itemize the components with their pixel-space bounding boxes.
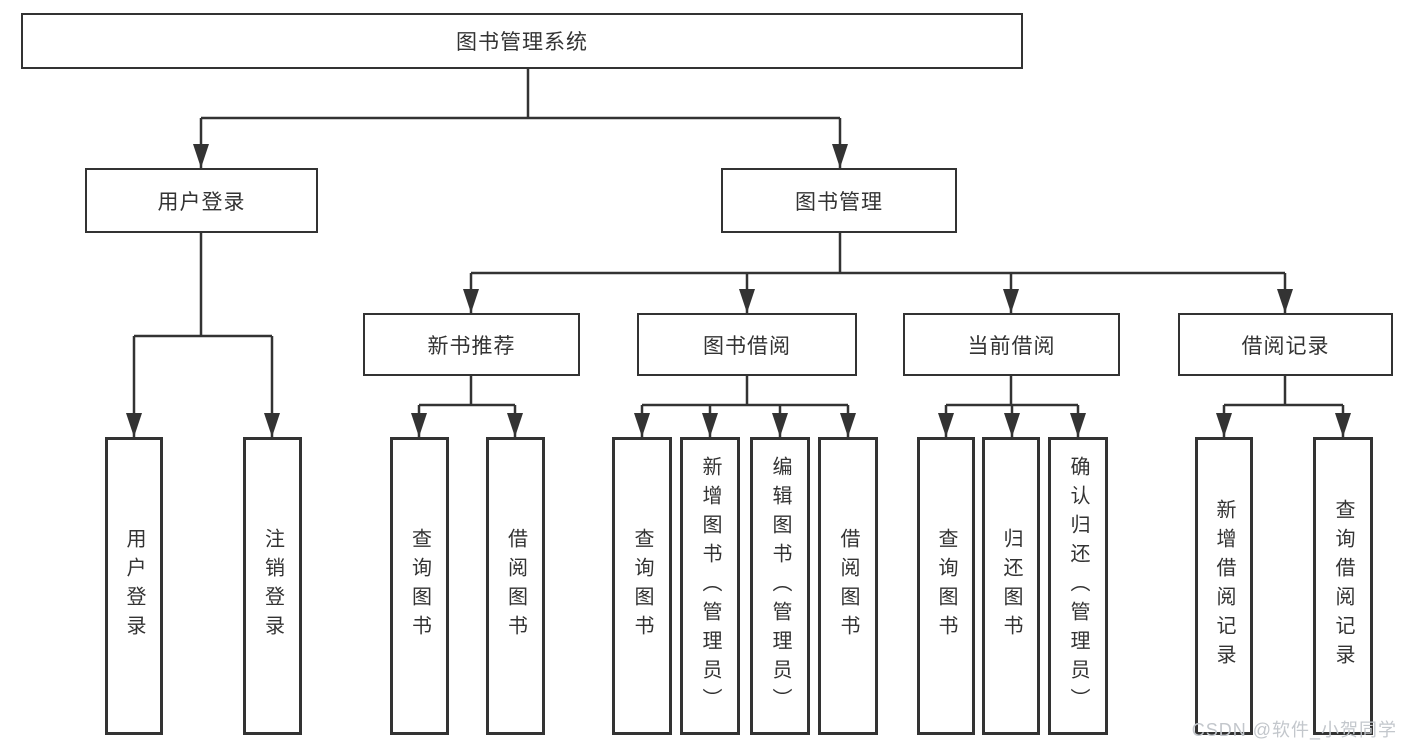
node-book-management: 图书管理	[721, 168, 957, 233]
leaf-add-borrow-record: 新增借阅记录	[1195, 437, 1253, 735]
leaf-query-books-current: 查询图书	[917, 437, 975, 735]
leaf-return-books: 归还图书	[982, 437, 1040, 735]
csdn-watermark: CSDN @软件_小贺同学	[1191, 720, 1397, 740]
node-current-borrowing: 当前借阅	[903, 313, 1120, 376]
leaf-borrow-books-recommend: 借阅图书	[486, 437, 545, 735]
leaf-logout: 注销登录	[243, 437, 302, 735]
leaf-confirm-return-admin: 确认归还（管理员）	[1048, 437, 1108, 735]
leaf-add-books-admin: 新增图书（管理员）	[680, 437, 740, 735]
leaf-user-login: 用户登录	[105, 437, 163, 735]
leaf-edit-books-admin: 编辑图书（管理员）	[750, 437, 810, 735]
leaf-borrow-books-borrowing: 借阅图书	[818, 437, 878, 735]
leaf-query-books-recommend: 查询图书	[390, 437, 449, 735]
node-borrowing-records: 借阅记录	[1178, 313, 1393, 376]
leaf-query-borrow-record: 查询借阅记录	[1313, 437, 1373, 735]
node-new-book-recommendation: 新书推荐	[363, 313, 580, 376]
node-user-login-group: 用户登录	[85, 168, 318, 233]
node-library-management-system: 图书管理系统	[21, 13, 1023, 69]
leaf-query-books-borrowing: 查询图书	[612, 437, 672, 735]
node-book-borrowing: 图书借阅	[637, 313, 857, 376]
